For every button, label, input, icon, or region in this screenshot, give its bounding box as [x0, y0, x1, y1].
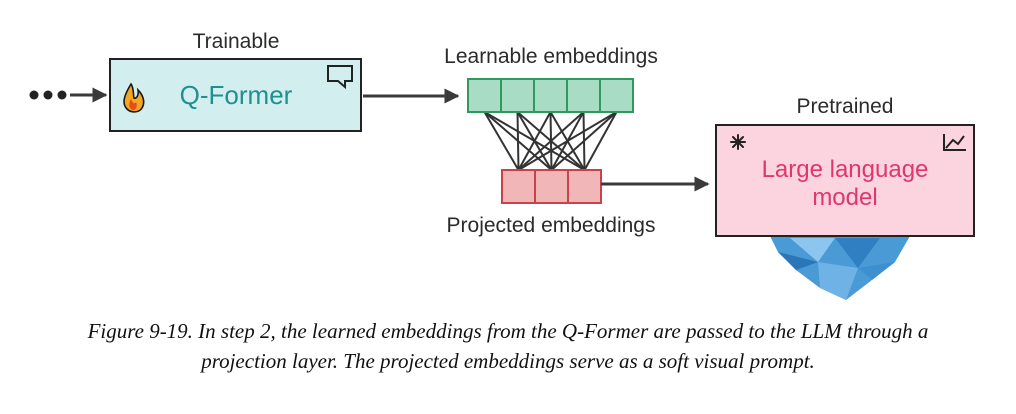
connection-line — [517, 111, 618, 171]
chart-icon — [943, 134, 966, 151]
ice-icon — [770, 236, 910, 300]
connection-line — [583, 111, 618, 171]
connection-line — [516, 111, 520, 171]
connection-line — [550, 111, 618, 171]
projected-embeddings — [501, 169, 602, 204]
connection-line — [517, 111, 585, 171]
projected-embedding-cell — [534, 169, 569, 204]
connection-line — [517, 111, 552, 171]
projected-embedding-cell — [501, 169, 536, 204]
learnable-embeddings — [467, 78, 634, 113]
qformer-title: Q-Former — [180, 80, 293, 110]
caption-line-2: projection layer. The projected embeddin… — [201, 349, 815, 373]
ellipsis-dots — [29, 90, 67, 100]
fire-icon — [123, 82, 145, 113]
snowflake-icon — [730, 134, 746, 150]
llm-box — [715, 124, 975, 237]
learnable-embeddings-label: Learnable embeddings — [444, 45, 658, 68]
learnable-embedding-cell — [599, 78, 634, 113]
llm-title-line1: Large language — [762, 156, 929, 183]
pretrained-label: Pretrained — [797, 95, 894, 118]
caption-line-1: Figure 9-19. In step 2, the learned embe… — [87, 319, 929, 343]
projected-embedding-cell — [567, 169, 602, 204]
figure-caption: Figure 9-19. In step 2, the learned embe… — [0, 316, 1016, 376]
llm-title-line2: model — [812, 184, 877, 211]
learnable-embedding-cell — [467, 78, 502, 113]
chat-icon — [327, 65, 353, 90]
learnable-embedding-cell — [566, 78, 601, 113]
projection-connections — [483, 111, 618, 171]
learnable-embedding-cell — [533, 78, 568, 113]
learnable-embedding-cell — [500, 78, 535, 113]
diagram: Trainable Q-Former Learnable embeddings … — [29, 30, 975, 300]
connection-line — [483, 111, 520, 171]
projected-embeddings-label: Projected embeddings — [447, 214, 656, 237]
trainable-label: Trainable — [193, 30, 280, 53]
qformer-box — [109, 58, 362, 132]
